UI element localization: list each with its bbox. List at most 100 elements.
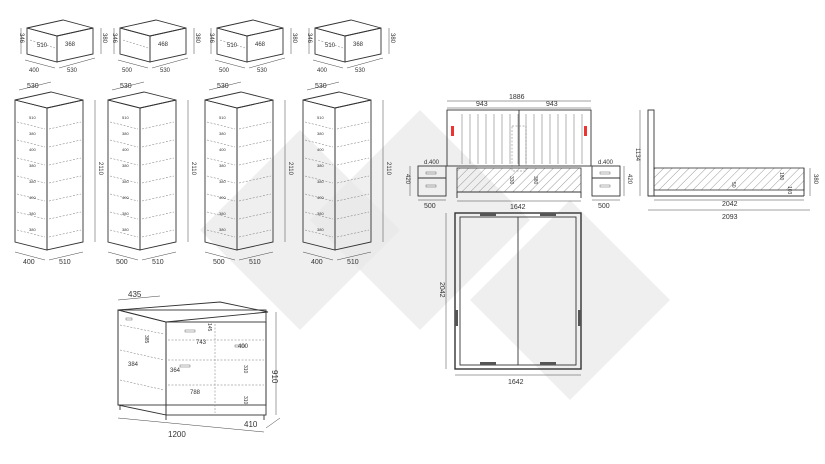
small-cabinet-mid: 510 [325, 43, 336, 49]
small-cabinet-mid: 510 [227, 43, 238, 49]
tall-cabinet-shelf-label: 380 [29, 227, 36, 232]
dresser-depth-top: 435 [128, 290, 142, 299]
dresser-inner-6: 364 [170, 368, 181, 374]
bed-side-headboard: 1134 [634, 148, 640, 162]
tall-cabinets-row: 530 2110 400 510 510 380 400 380 380 400 380 380 530… [14, 81, 391, 266]
bed-plan-view: 2042 1642 [438, 212, 582, 386]
tall-cabinet-shelf-label: 380 [122, 211, 129, 216]
tall-cabinet-height: 2110 [287, 162, 293, 176]
small-cabinet-top: 346 [306, 33, 312, 44]
small-cabinet-bottom-right: 530 [67, 68, 78, 74]
tall-cabinet-shelf-label: 510 [29, 115, 36, 120]
small-cabinet-right-mid: 468 [158, 42, 169, 48]
bed-side-small-3: 50 [730, 182, 736, 188]
tall-cabinet-shelf-label: 380 [29, 211, 36, 216]
small-cabinet-side: 380 [194, 33, 200, 44]
small-cabinet-bottom-right: 530 [160, 68, 171, 74]
tall-cabinet-height: 2110 [385, 162, 391, 176]
small-cabinet-mid: 510 [37, 43, 48, 49]
dresser-inner-3: 743 [196, 340, 207, 346]
bed-plan-length: 2042 [438, 282, 445, 298]
tall-cabinet-depth: 530 [217, 83, 229, 90]
dresser-drawing: 435 1200 410 910 385 145 743 400 384 364… [117, 290, 281, 439]
tall-cabinet-height: 2110 [190, 162, 196, 176]
tall-cabinet-bottom-right: 510 [59, 259, 71, 266]
tall-cabinet-bottom-right: 510 [347, 259, 359, 266]
small-cabinet-bottom-left: 500 [122, 68, 133, 74]
bed-half-left: 943 [476, 101, 488, 108]
dresser-width: 1200 [168, 430, 186, 439]
nightstand-right-width: 500 [598, 203, 610, 210]
bed-half-right: 943 [546, 101, 558, 108]
small-cabinets-row: 346 510 368 380 400 530 346 468 380 500 530 346 510 4… [18, 19, 395, 74]
small-cabinet-top: 346 [208, 33, 214, 44]
small-cabinet-bottom-right: 530 [355, 68, 366, 74]
tall-cabinet-shelf-label: 380 [122, 131, 129, 136]
tall-cabinet-shelf-label: 380 [219, 227, 226, 232]
tall-cabinet-shelf-label: 380 [219, 211, 226, 216]
tall-cabinet-shelf-label: 510 [122, 115, 129, 120]
bed-side-height: 380 [812, 174, 818, 185]
tall-cabinet-shelf-label: 400 [219, 147, 226, 152]
tall-cabinet-depth: 530 [315, 83, 327, 90]
tall-cabinet-bottom-right: 510 [249, 259, 261, 266]
tall-cabinet-shelf-label: 380 [29, 131, 36, 136]
tall-cabinet-depth: 530 [27, 83, 39, 90]
nightstand-left-width: 500 [424, 203, 436, 210]
small-cabinet-bottom-left: 400 [29, 68, 40, 74]
tall-cabinet-shelf-label: 510 [219, 115, 226, 120]
dresser-inner-9: 310 [242, 396, 248, 405]
tall-cabinet-shelf-label: 380 [29, 179, 36, 184]
small-cabinet-top: 346 [18, 33, 24, 44]
dresser-height: 910 [270, 370, 279, 384]
tall-cabinet-shelf-label: 400 [317, 195, 324, 200]
bed-inner-width: 1642 [510, 204, 526, 211]
bed-side-small-2: 103 [786, 186, 792, 195]
dresser-inner-4: 400 [238, 344, 249, 350]
tall-cabinet-shelf-label: 380 [219, 163, 226, 168]
dresser-inner-1: 385 [143, 335, 149, 344]
small-cabinet-bottom-left: 400 [317, 68, 328, 74]
dresser-inner-2: 145 [206, 323, 212, 332]
bed-frame-height: 380 [532, 176, 538, 185]
tall-cabinet-shelf-label: 400 [29, 147, 36, 152]
tall-cabinet-width: 400 [311, 259, 323, 266]
tall-cabinet-bottom-right: 510 [152, 259, 164, 266]
small-cabinet-right-mid: 368 [353, 42, 364, 48]
bed-overall-width: 1886 [509, 94, 525, 101]
tall-cabinet-shelf-label: 400 [219, 195, 226, 200]
small-cabinet-right-mid: 368 [65, 42, 76, 48]
small-cabinet-bottom-left: 500 [219, 68, 230, 74]
bed-front-elevation: 1886 943 943 330 380 1642 d.400 420 500 [404, 94, 632, 211]
tall-cabinet-shelf-label: 380 [122, 227, 129, 232]
nightstand-left-depth: d.400 [424, 160, 440, 166]
tall-cabinet-shelf-label: 380 [122, 163, 129, 168]
tall-cabinet-shelf-label: 380 [219, 179, 226, 184]
bed-side-length-inner: 2042 [722, 201, 738, 208]
small-cabinet-top: 346 [111, 33, 117, 44]
dresser-inner-5: 384 [128, 362, 139, 368]
bed-side-view: 1134 2042 2093 380 180 103 50 [634, 109, 818, 221]
tall-cabinet-shelf-label: 380 [29, 163, 36, 168]
nightstand-left-height: 420 [404, 174, 410, 185]
small-cabinet-2: 346 468 380 500 530 [111, 19, 200, 74]
bed-frame-inner-height: 330 [508, 176, 514, 185]
tall-cabinet-depth: 530 [120, 83, 132, 90]
dresser-inner-7: 788 [190, 390, 201, 396]
dresser-inner-8: 310 [242, 365, 248, 374]
small-cabinet-side: 380 [291, 33, 297, 44]
small-cabinet-bottom-right: 530 [257, 68, 268, 74]
tall-cabinet-shelf-label: 510 [317, 115, 324, 120]
tall-cabinet-shelf-label: 380 [317, 163, 324, 168]
tall-cabinet-shelf-label: 380 [317, 211, 324, 216]
nightstand-right-depth: d.400 [598, 160, 614, 166]
tall-cabinet-shelf-label: 400 [29, 195, 36, 200]
tall-cabinet-height: 2110 [97, 162, 103, 176]
